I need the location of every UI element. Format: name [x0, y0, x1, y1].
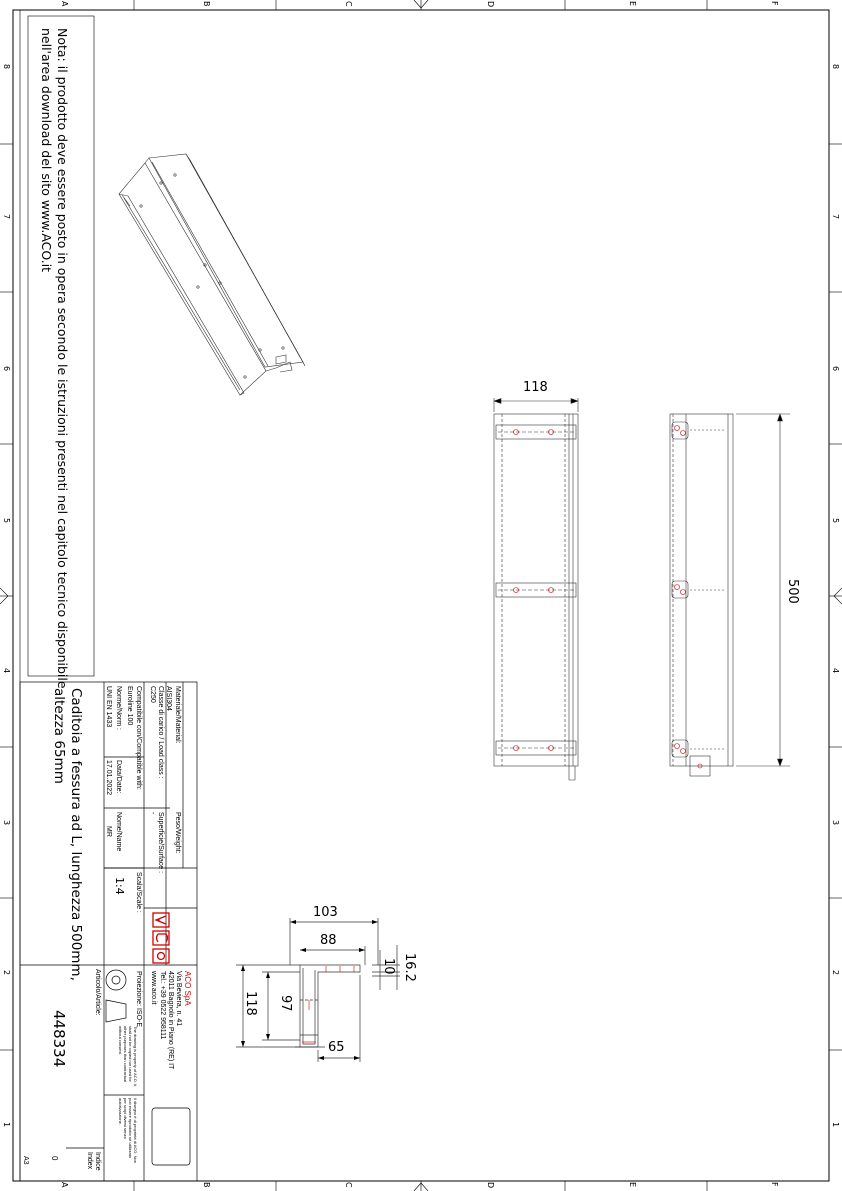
center-mark-right — [833, 587, 842, 605]
drawing-title-line-2: altezza 65mm — [51, 688, 67, 784]
material-value: AISI304 — [165, 686, 172, 711]
zone-number-7-right: 7 — [831, 214, 840, 220]
side-view-holes — [513, 429, 554, 751]
projection-label: Proiezione: ISO-E — [135, 971, 142, 1028]
zone-number-5-left: 5 — [2, 518, 11, 524]
zone-number-6-right: 6 — [831, 366, 840, 372]
zone-letter-f-top: F — [770, 1, 779, 6]
zone-letter-c-top: C — [344, 1, 353, 7]
date-label: Data/Date: — [115, 760, 122, 794]
section-arrows — [241, 920, 378, 1060]
zone-number-8-left: 8 — [2, 64, 11, 70]
zone-number-2-left: 2 — [2, 970, 11, 976]
zone-letter-a-bottom: A — [60, 1182, 69, 1188]
dim-section-97: 97 — [278, 995, 293, 1012]
zone-number-8-right: 8 — [831, 64, 840, 70]
zone-number-4-right: 4 — [831, 668, 840, 674]
zone-letter-c-bottom: C — [344, 1182, 353, 1188]
company-address-2: 42011 Bagnolo in Piano (RE) IT — [167, 971, 174, 1070]
zone-number-3-right: 3 — [831, 820, 840, 826]
date-value: 17.01.2022 — [105, 760, 112, 796]
front-view — [669, 413, 790, 777]
front-view-holes — [674, 425, 703, 769]
weight-label: Peso/Weight: — [174, 812, 181, 854]
section-red-marks — [302, 966, 355, 1043]
installation-note: Nota: il prodotto deve essere posto in o… — [38, 28, 70, 689]
compatible-label: Compatibile con/Compatible with: — [135, 686, 142, 790]
index-label: Indice — [94, 1152, 101, 1171]
name-value: MR — [105, 826, 112, 837]
zone-letter-e-bottom: E — [628, 1182, 637, 1188]
installation-note-line-1: Nota: il prodotto deve essere posto in o… — [55, 28, 70, 689]
surface-value: - — [149, 812, 156, 815]
aco-logo — [152, 912, 170, 964]
dim-section-16-2: 16.2 — [402, 953, 417, 982]
copyright-en: The drawing is property of ACO. It shall… — [118, 1026, 138, 1087]
zone-number-1-left: 1 — [2, 1122, 11, 1128]
zone-letter-d-bottom: D — [486, 1182, 495, 1189]
name-label: Nome/Name — [115, 812, 122, 852]
inner-frame — [19, 9, 830, 1182]
zone-number-4-left: 4 — [2, 668, 11, 674]
installation-note-line-2: nell'area download del sito www.ACO.it — [39, 28, 54, 273]
isometric-view — [118, 153, 306, 396]
company-web: www.aco.it — [150, 971, 157, 1005]
norm-value: UNI EN 1433 — [105, 686, 112, 728]
note-box — [27, 15, 95, 677]
center-mark-bottom — [413, 1182, 429, 1191]
projection-symbol — [105, 969, 127, 1023]
center-mark-top — [413, 0, 429, 9]
zone-number-6-left: 6 — [2, 366, 11, 372]
sheet-size: A3 — [22, 1156, 29, 1165]
zone-letter-f-bottom: F — [770, 1182, 779, 1187]
compatible-value: Euroline 100 — [126, 686, 133, 726]
scale-value: 1:4 — [113, 877, 126, 895]
dim-section-103: 103 — [313, 905, 338, 920]
zone-number-3-left: 3 — [2, 820, 11, 826]
load-class-label: Classe di carico / Load class : — [157, 686, 164, 779]
company-address-1: Via Beviera, n. 41 — [175, 971, 182, 1027]
load-class-value: C250 — [149, 686, 156, 703]
dim-section-88: 88 — [320, 933, 337, 948]
title-block — [19, 681, 198, 1182]
company-phone: Tel.: +39 0522 958111 — [159, 971, 166, 1040]
scale-label: Scala/Scale : — [135, 872, 142, 913]
material-label: Materiale/Material: — [174, 686, 181, 744]
dim-side-width: 118 — [523, 380, 548, 395]
center-mark-left — [0, 587, 9, 605]
drawing-title-line-1: Caditoia a fessura ad L, lunghezza 500mm… — [68, 688, 84, 981]
zone-letter-a-top: A — [60, 1, 69, 7]
zone-number-5-right: 5 — [831, 518, 840, 524]
index-label-en: Index — [86, 1152, 93, 1170]
dim-front-length: 500 — [785, 579, 800, 604]
surface-label: Superficie/Surface : — [157, 812, 164, 874]
zone-number-7-left: 7 — [2, 214, 11, 220]
zone-letter-b-top: B — [202, 1, 211, 7]
company-name: ACO SpA — [183, 971, 192, 1006]
norm-label: Norme/Norm : — [115, 686, 122, 730]
index-value: 0 — [50, 1156, 59, 1161]
drawing-title: Caditoia a fessura ad L, lunghezza 500mm… — [50, 688, 84, 981]
dim-section-10: 10 — [381, 958, 396, 975]
copyright-it: Il disegno è di proprietà di ACO. Non pu… — [118, 1098, 138, 1163]
zone-number-2-right: 2 — [831, 970, 840, 976]
side-view — [493, 398, 579, 781]
article-number: 448334 — [50, 1010, 68, 1068]
dim-section-65: 65 — [328, 1040, 345, 1055]
zone-letter-b-bottom: B — [202, 1182, 211, 1188]
zone-number-1-right: 1 — [831, 1122, 840, 1128]
article-label: Articolo/Article: — [94, 969, 101, 1016]
dim-section-118: 118 — [243, 991, 258, 1016]
zone-letter-d-top: D — [486, 1, 495, 8]
zone-letter-e-top: E — [628, 1, 637, 7]
section-view — [236, 918, 400, 1062]
